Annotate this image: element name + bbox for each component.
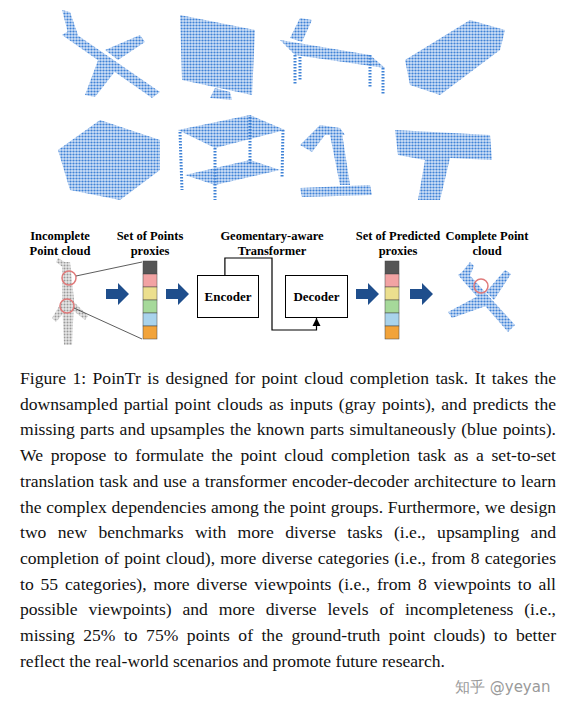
box-label: Encoder [205,289,252,305]
stage-label: Set of Predicted proxies [350,229,446,259]
box-label: Decoder [293,289,339,305]
process-box: Decoder [285,275,348,318]
stage-label: Geomentary-aware Transformer [202,229,342,259]
watermark: 知乎 @yeyan [455,678,550,697]
stage-label: Complete Point cloud [442,229,532,259]
process-box: Encoder [197,275,259,318]
stage-label: Incomplete Point cloud [20,229,100,259]
figure-caption: Figure 1: PoinTr is designed for point c… [20,366,556,674]
stage-label: Set of Points proxies [108,229,192,259]
